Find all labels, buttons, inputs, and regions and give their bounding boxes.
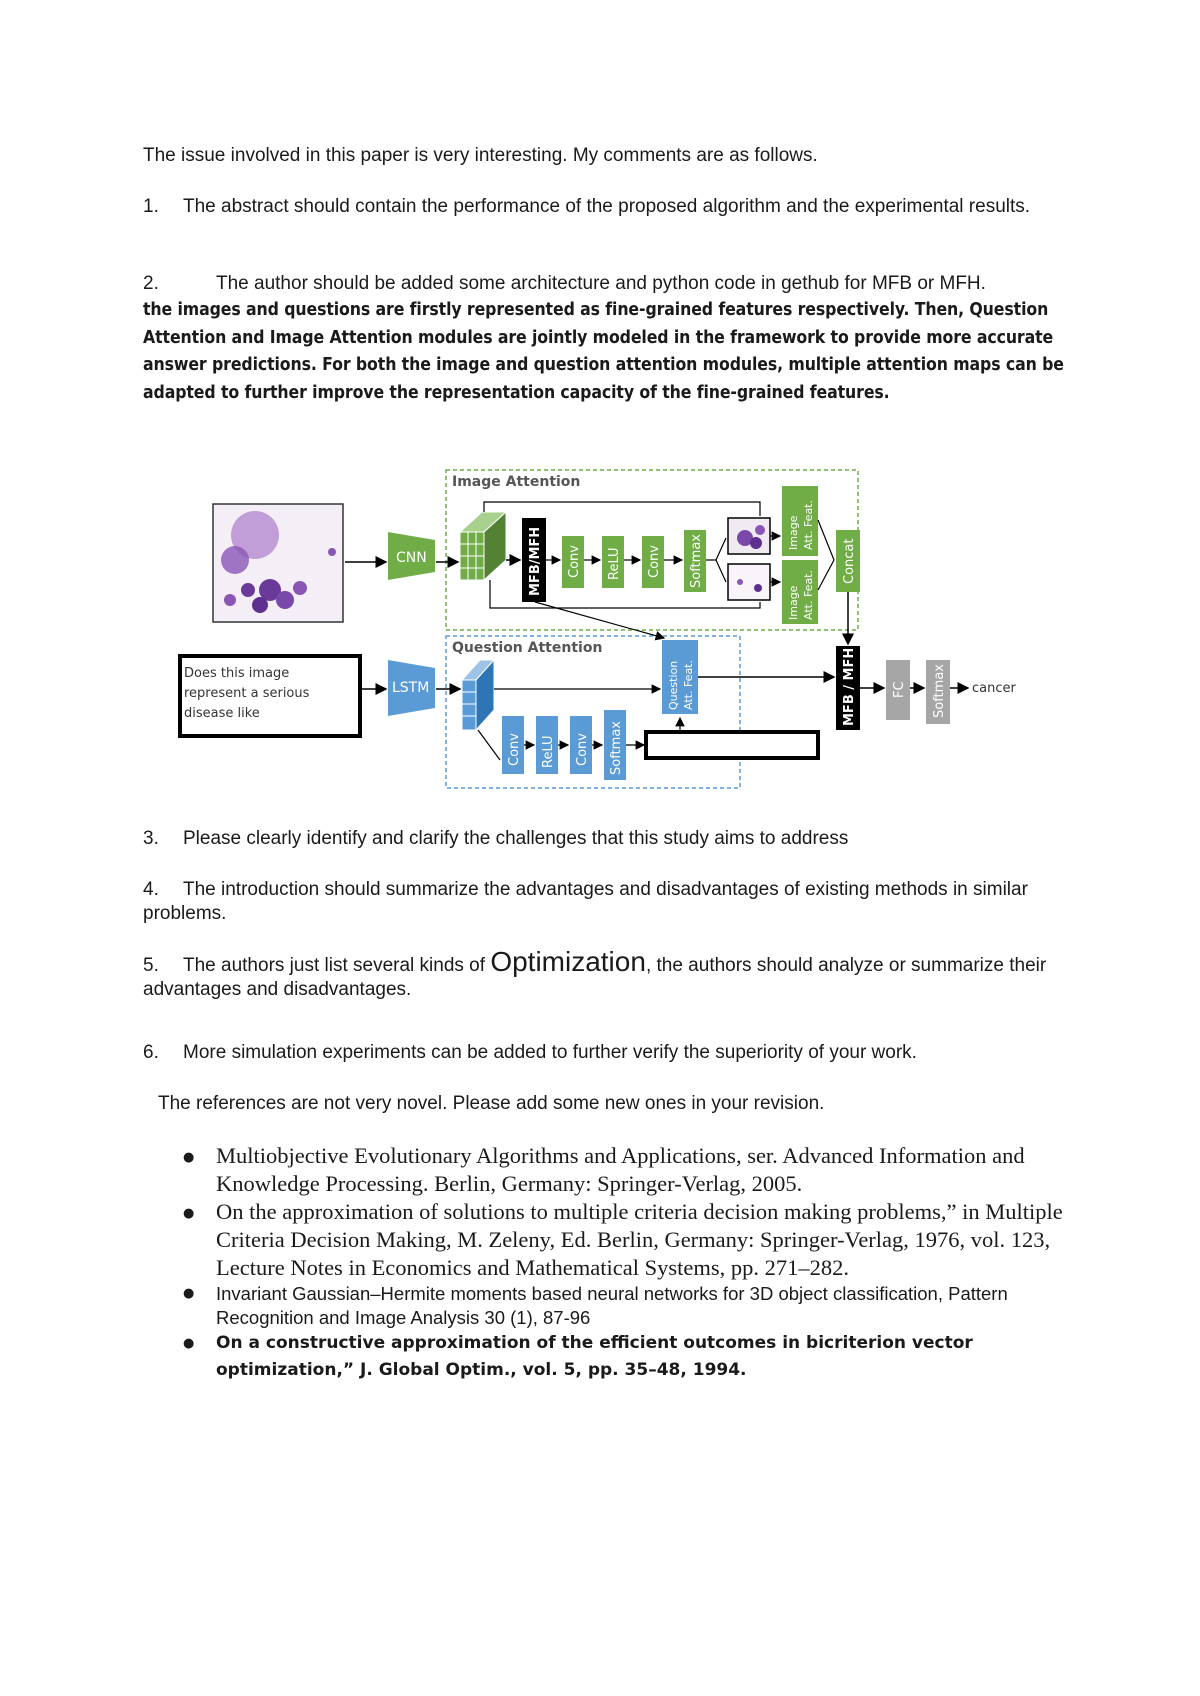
image-attention-title: Image Attention (452, 474, 580, 490)
question-feature-grid (460, 658, 496, 732)
concat-block (836, 530, 860, 592)
question-attention-box (445, 635, 741, 789)
question-relu-label: ReLU (541, 735, 556, 768)
comment-3-text: Please clearly identify and clarify the … (183, 828, 849, 849)
question-input-box (178, 654, 362, 738)
reference-item-3: Invariant Gaussian–Hermite moments based… (178, 1282, 1078, 1330)
question-attention-map-box (644, 730, 820, 760)
image-conv-2 (642, 536, 664, 588)
mfb-mfh-image-block (522, 518, 546, 602)
question-conv-2-label: Conv (575, 733, 590, 766)
image-feature-grid (458, 510, 508, 582)
question-attention-title: Question Attention (452, 640, 602, 656)
comment-1: 1. The abstract should contain the perfor… (143, 195, 1073, 219)
concat-label: Concat (842, 539, 857, 584)
input-image (212, 503, 344, 623)
lstm-block (388, 660, 435, 716)
lstm-label: LSTM (392, 680, 429, 696)
image-att-feat-1 (782, 486, 818, 556)
intro-text: The issue involved in this paper is very… (143, 145, 818, 166)
reference-item-1: Multiobjective Evolutionary Algorithms a… (178, 1142, 1078, 1198)
question-att-feat-line-1: Question (667, 661, 680, 710)
reference-item-4: On a constructive approximation of the e… (178, 1330, 1078, 1384)
question-line-1: Does this image (184, 666, 289, 681)
image-att-feat-2-line-2: Att. Feat. (802, 570, 815, 620)
attention-map-2 (727, 563, 771, 601)
comment-2-text: The author should be added some architec… (216, 273, 986, 294)
question-relu (536, 716, 558, 774)
fc-label: FC (892, 681, 907, 698)
comment-6-text: More simulation experiments can be added… (183, 1042, 917, 1063)
attention-map-1 (727, 517, 771, 555)
comment-1-number: 1. (143, 196, 159, 217)
comment-4: 4.The introduction should summarize the … (143, 878, 1073, 926)
comment-3: 3. Please clearly identify and clarify th… (143, 827, 1073, 851)
question-att-feat-block (662, 640, 698, 714)
question-softmax-label: Softmax (609, 721, 624, 775)
comment-5-emphasis: Optimization (490, 946, 646, 977)
fc-block (886, 660, 910, 720)
question-line-3: disease like (184, 706, 260, 721)
comment-1-text: The abstract should contain the performa… (183, 196, 1031, 217)
question-line-2: represent a serious (184, 686, 310, 701)
question-softmax (604, 710, 626, 780)
final-softmax-label: Softmax (932, 664, 947, 718)
question-conv-1 (502, 716, 524, 774)
comment-2-extra: the images and questions are firstly rep… (143, 300, 1064, 403)
comment-3-number: 3. (143, 828, 159, 849)
mfb-mfh-final-block (836, 646, 860, 730)
image-relu (602, 536, 624, 588)
image-conv-1 (562, 536, 584, 588)
comment-5-pre: The authors just list several kinds of (183, 955, 491, 976)
image-att-feat-2-line-1: Image (787, 585, 800, 620)
question-conv-1-label: Conv (507, 733, 522, 766)
cnn-block (388, 532, 435, 580)
final-softmax-block (926, 660, 950, 724)
question-att-feat-line-2: Att. Feat. (682, 660, 695, 710)
comment-4-number: 4. (143, 879, 159, 900)
comment-2: 2. The author should be added some archit… (143, 272, 1073, 296)
comment-4-text: The introduction should summarize the ad… (143, 879, 1028, 924)
comment-6-number: 6. (143, 1042, 159, 1063)
reference-item-2: On the approximation of solutions to mul… (178, 1198, 1078, 1282)
mfb-mfh-final-label: MFB / MFH (842, 648, 857, 726)
cnn-label: CNN (396, 550, 427, 566)
reference-list: Multiobjective Evolutionary Algorithms a… (178, 1142, 1078, 1384)
image-conv-2-label: Conv (647, 545, 662, 578)
image-softmax (684, 530, 706, 592)
image-att-feat-2 (782, 560, 818, 624)
question-conv-2 (570, 716, 592, 774)
references-intro: The references are not very novel. Pleas… (158, 1093, 825, 1114)
image-softmax-label: Softmax (689, 534, 704, 588)
mfb-mfh-image-label: MFB/MFH (528, 527, 543, 596)
image-att-feat-1-line-1: Image (787, 515, 800, 550)
answer-label: cancer (972, 681, 1016, 696)
image-relu-label: ReLU (607, 547, 622, 580)
image-conv-1-label: Conv (567, 545, 582, 578)
comment-6: 6. More simulation experiments can be add… (143, 1041, 1073, 1065)
comment-2-number: 2. (143, 273, 159, 294)
image-att-feat-1-line-2: Att. Feat. (802, 500, 815, 550)
comment-5: 5. The authors just list several kinds of… (143, 948, 1073, 1002)
architecture-figure: Image Attention Question Attention Does … (178, 469, 1016, 789)
comment-5-post: , the authors should analyze or summariz… (143, 955, 1047, 1000)
comment-5-number: 5. (143, 955, 159, 976)
